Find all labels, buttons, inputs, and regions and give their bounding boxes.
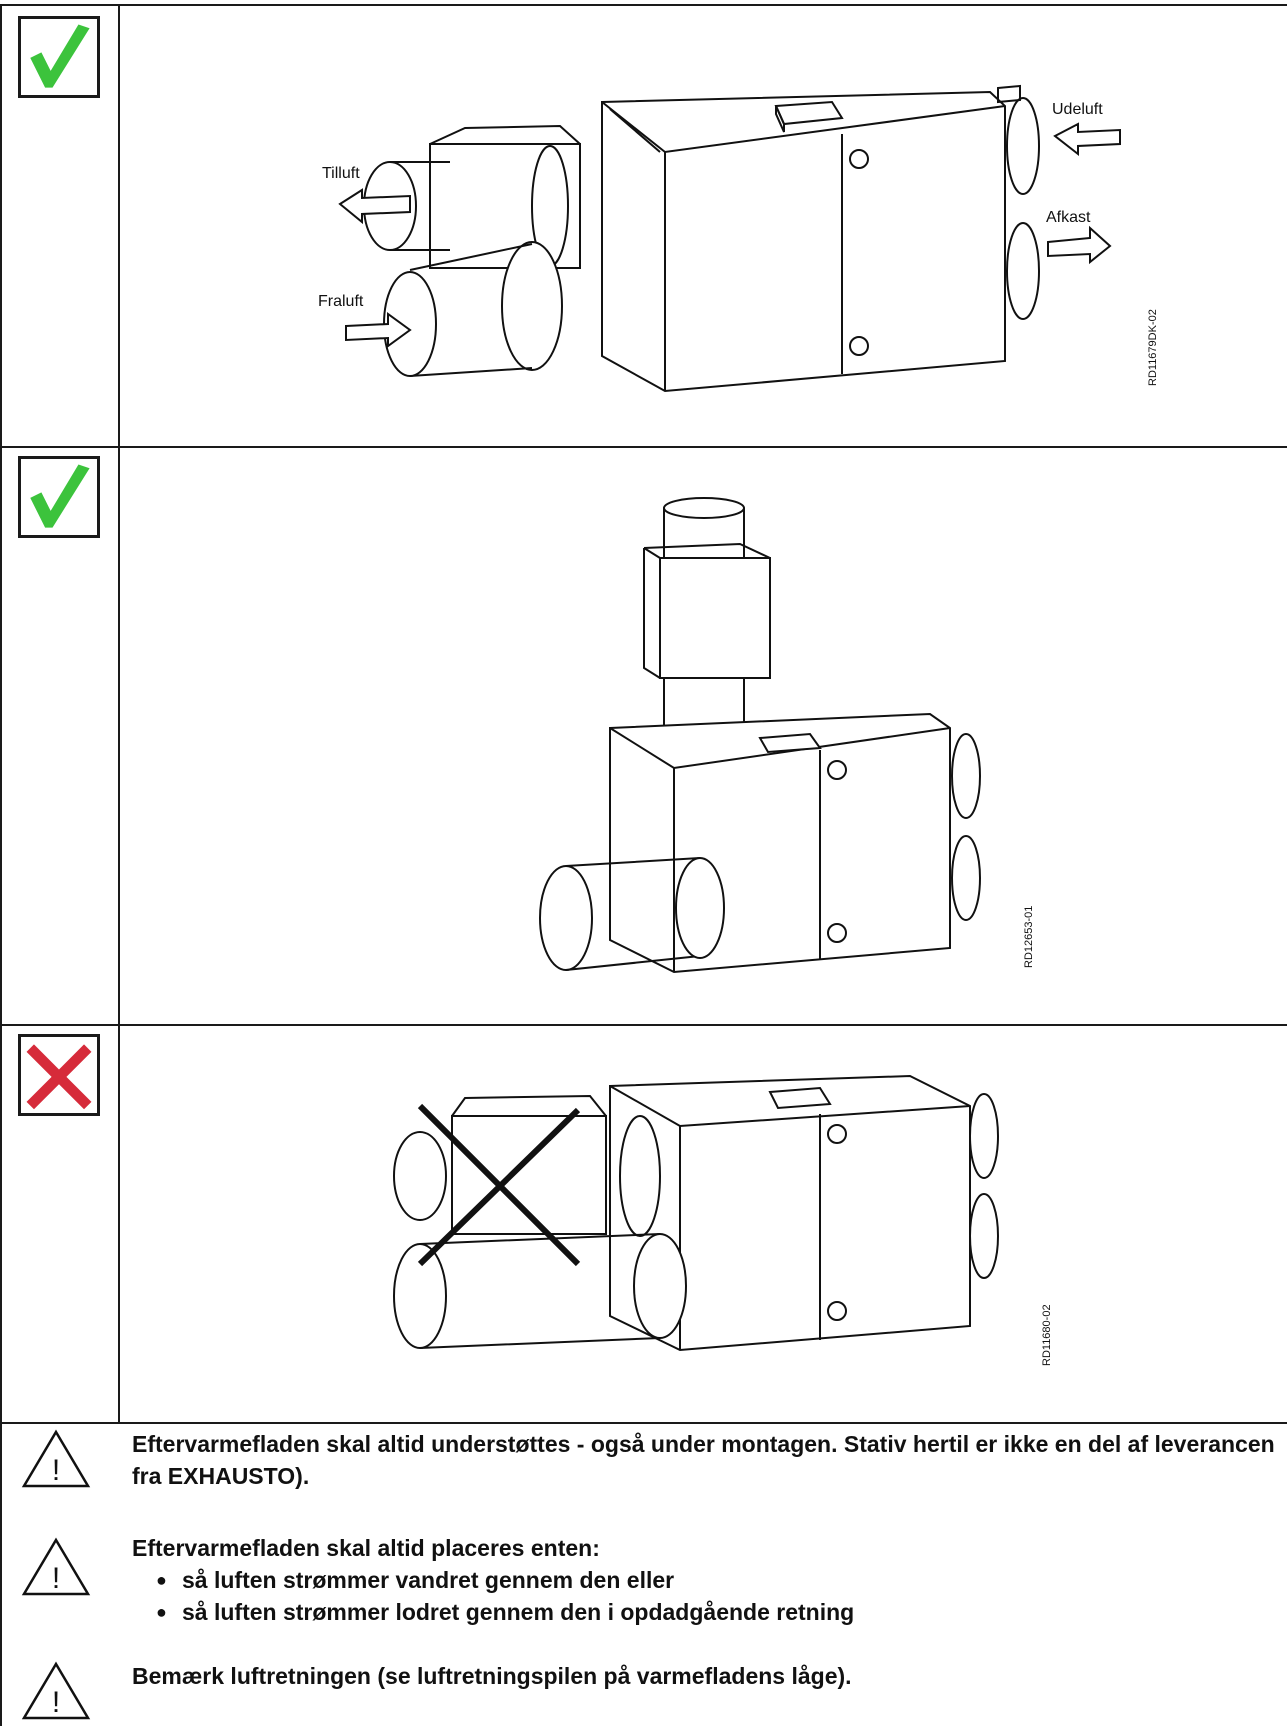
- left-duct: [539, 857, 725, 971]
- label-afkast: Afkast: [1046, 209, 1091, 226]
- check-badge-2: [18, 456, 100, 538]
- figure-vertical-mount: RD12653-01: [120, 448, 1287, 1024]
- afkast-arrow-icon: [1047, 225, 1112, 265]
- checkmark-icon: [30, 464, 90, 528]
- note-text: Eftervarmefladen skal altid understøttes…: [132, 1431, 1275, 1489]
- column-divider: [118, 4, 120, 1424]
- heater-coil-vertical: [643, 497, 771, 748]
- table-left-border: [0, 4, 2, 1726]
- svg-text:!: !: [52, 1686, 60, 1719]
- ventilation-unit: [601, 90, 1006, 393]
- checkmark-icon: [30, 24, 90, 88]
- cross-icon: [26, 1044, 92, 1110]
- row-divider-3: [0, 1422, 1287, 1424]
- table-top-border: [0, 4, 1287, 6]
- tilluft-arrow-icon: [338, 188, 411, 225]
- wrong-cross-mark: [417, 1103, 581, 1267]
- figure-horizontal-mount: Tilluft Fraluft Udeluft Afkast RD11679DK…: [120, 6, 1287, 446]
- heater-coil-assembly: [393, 1094, 687, 1349]
- svg-text:!: !: [52, 1454, 60, 1487]
- note-text: Eftervarmefladen skal altid placeres ent…: [132, 1535, 600, 1561]
- note-text: Bemærk luftretningen (se luftretningspil…: [132, 1663, 852, 1689]
- bullet-item: så luften strømmer lodret gennem den i o…: [156, 1596, 1279, 1628]
- row-divider-1: [0, 446, 1287, 448]
- figure-code: RD11679DK-02: [1147, 309, 1159, 386]
- label-udeluft: Udeluft: [1052, 101, 1103, 118]
- warning-icon: !: [21, 1537, 91, 1596]
- figure-wrong-mount: RD11680-02: [120, 1026, 1287, 1422]
- warning-icon: !: [21, 1661, 91, 1720]
- right-ducts: [969, 1093, 999, 1279]
- label-fraluft: Fraluft: [318, 293, 364, 310]
- bullet-item: så luften strømmer vandret gennem den el…: [156, 1564, 1279, 1596]
- udeluft-arrow-icon: [1053, 122, 1121, 157]
- right-ducts: [951, 733, 981, 921]
- cross-badge: [18, 1034, 100, 1116]
- svg-text:!: !: [52, 1562, 60, 1595]
- bullet-list: så luften strømmer vandret gennem den el…: [132, 1564, 1279, 1628]
- warning-icon: !: [21, 1429, 91, 1488]
- right-ducts: [997, 84, 1040, 320]
- ventilation-unit: [609, 1074, 971, 1352]
- row-divider-2: [0, 1024, 1287, 1026]
- figure-code: RD12653-01: [1023, 906, 1035, 968]
- figure-code: RD11680-02: [1041, 1304, 1053, 1366]
- check-badge-1: [18, 16, 100, 98]
- instruction-figure-table: Tilluft Fraluft Udeluft Afkast RD11679DK…: [0, 4, 1287, 1726]
- ventilation-unit: [609, 712, 951, 974]
- fraluft-arrow-icon: [345, 312, 412, 348]
- label-tilluft: Tilluft: [322, 165, 360, 182]
